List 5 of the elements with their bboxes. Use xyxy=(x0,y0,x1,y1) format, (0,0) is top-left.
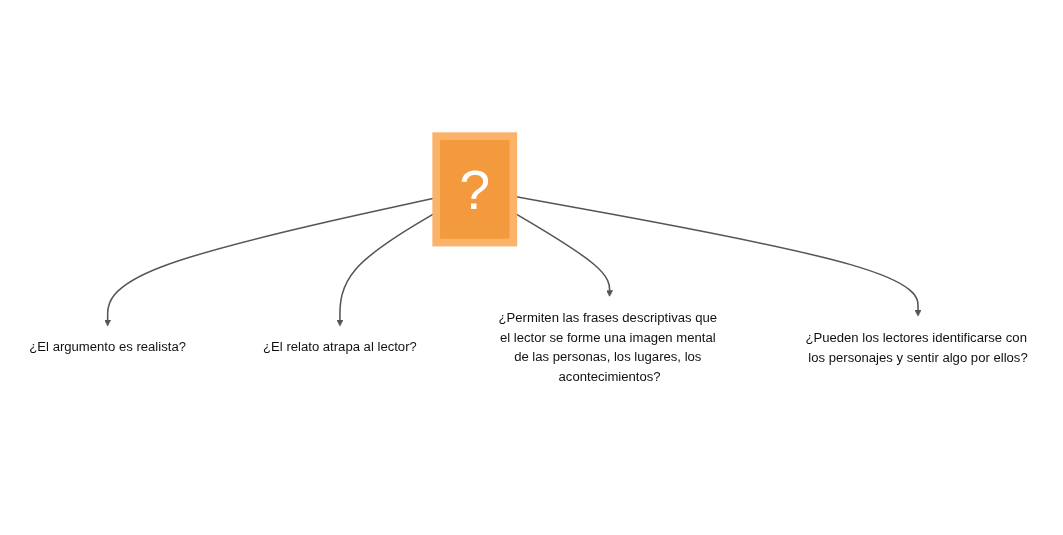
node-box: ? xyxy=(432,132,518,247)
node-text: ¿Pueden los lectores identificarse con los personajes y sentir algo por ellos? xyxy=(805,330,1028,365)
node-text: ¿Permiten las frases descriptivas que el lector se forme una imagen mental de las personas, los lugares, los acontecimientos? xyxy=(498,310,718,385)
node-text: ¿El argumento es realista? xyxy=(29,340,186,355)
node-text: ¿El relato atrapa al lector? xyxy=(263,340,417,355)
